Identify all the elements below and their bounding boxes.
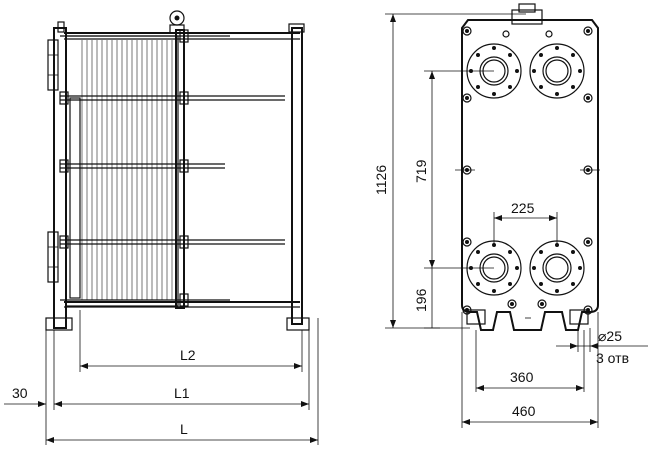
upper-right-flange [529, 43, 585, 99]
dim-L1: L1 [174, 385, 190, 401]
dim-460: 460 [512, 403, 536, 419]
plate-pack-lines [81, 40, 173, 300]
dim-719: 719 [413, 159, 429, 183]
dim-30: 30 [12, 385, 28, 401]
upper-left-flange [466, 43, 522, 99]
side-view: L2 L1 30 L [4, 10, 319, 445]
dim-1126: 1126 [373, 165, 389, 195]
front-view: 1126 719 196 225 360 460 ⌀25 [373, 3, 648, 428]
dim-hole-count: 3 отв [596, 350, 629, 366]
dim-196: 196 [413, 288, 429, 312]
dim-225: 225 [511, 200, 535, 216]
dim-360: 360 [510, 369, 534, 385]
tie-bolts [59, 29, 285, 307]
lower-right-flange [529, 240, 585, 296]
dim-hole-diameter: ⌀25 [598, 328, 622, 344]
dim-L: L [180, 421, 188, 437]
dim-L2: L2 [180, 347, 196, 363]
frame-bolts [462, 26, 593, 315]
